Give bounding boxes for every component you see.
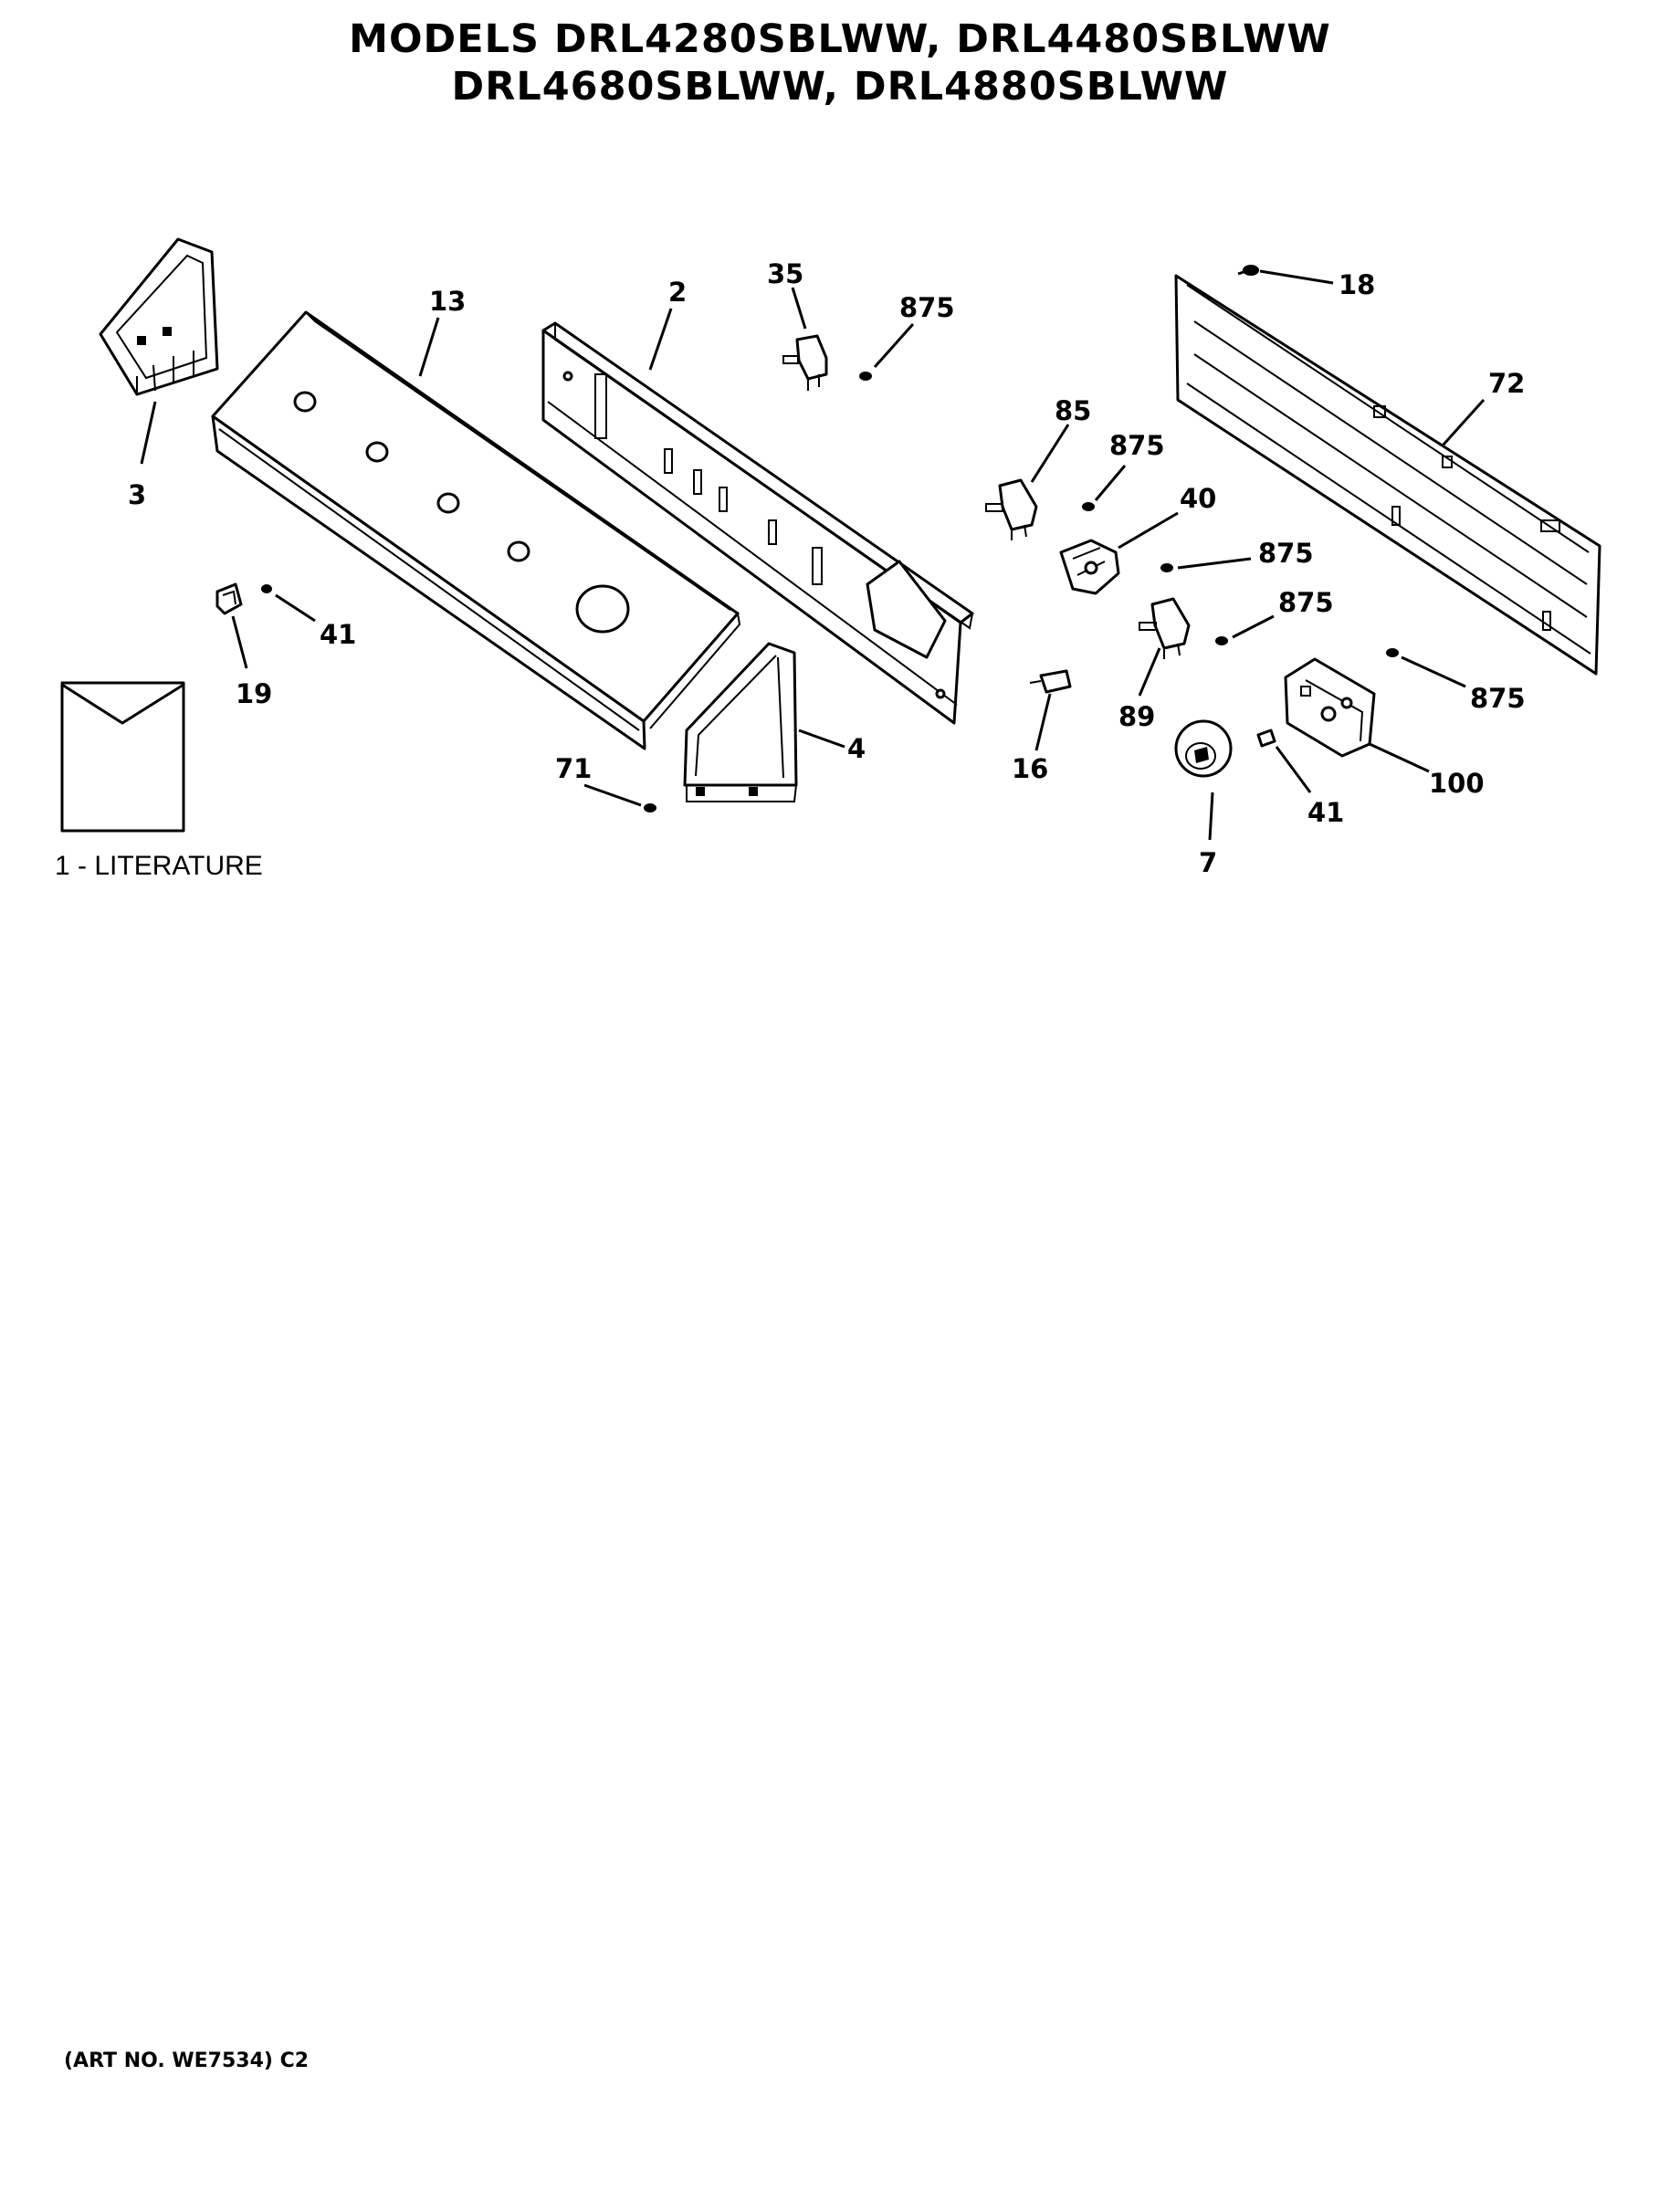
switch-35-part xyxy=(782,334,828,391)
diagram-title-line-1: MODELS DRL4280SBLWW, DRL4480SBLWW xyxy=(349,16,1331,62)
leader-89 xyxy=(1138,647,1161,697)
literature-label: 1 - LITERATURE xyxy=(55,851,263,881)
screw-875-d-part xyxy=(1215,636,1228,645)
switch-40-part xyxy=(1059,539,1120,595)
leader-100 xyxy=(1369,742,1430,773)
diagram-title-line-2: DRL4680SBLWW, DRL4880SBLWW xyxy=(451,64,1229,110)
leader-7 xyxy=(1208,791,1214,841)
leader-875-d xyxy=(1232,614,1275,639)
leader-41-b xyxy=(1275,746,1312,793)
callout-71: 71 xyxy=(555,753,592,784)
callout-16: 16 xyxy=(1012,753,1048,784)
callout-875-b: 875 xyxy=(1109,430,1165,461)
callout-4: 4 xyxy=(847,733,866,764)
callout-40: 40 xyxy=(1180,483,1216,514)
callout-875-c: 875 xyxy=(1258,538,1314,569)
push-button-16-part xyxy=(1029,669,1072,694)
leader-3 xyxy=(140,401,157,465)
leader-35 xyxy=(791,287,807,330)
callout-875-d: 875 xyxy=(1278,587,1334,618)
switch-89-part xyxy=(1139,597,1191,659)
callout-85: 85 xyxy=(1055,395,1091,426)
leader-16 xyxy=(1034,693,1052,751)
callout-19: 19 xyxy=(236,678,272,709)
leader-875-b xyxy=(1094,465,1127,501)
leader-71 xyxy=(583,783,642,807)
leader-40 xyxy=(1118,511,1179,550)
button-19-part xyxy=(215,582,243,615)
end-cap-left-part xyxy=(99,237,219,396)
callout-35: 35 xyxy=(767,258,803,289)
leader-2 xyxy=(648,308,673,371)
callout-875-e: 875 xyxy=(1470,683,1526,714)
leader-85 xyxy=(1030,424,1070,483)
leader-18 xyxy=(1259,269,1334,285)
callout-875-a: 875 xyxy=(899,292,955,323)
literature-envelope-icon xyxy=(60,681,185,833)
spring-41-a-part xyxy=(261,584,272,593)
callout-100: 100 xyxy=(1429,768,1485,799)
leader-4 xyxy=(798,729,845,749)
leader-875-c xyxy=(1177,557,1252,570)
callout-41-a: 41 xyxy=(320,619,356,650)
screw-71-part xyxy=(644,803,656,812)
callout-41-b: 41 xyxy=(1307,797,1344,828)
timer-100-part xyxy=(1284,657,1376,758)
callout-89: 89 xyxy=(1118,701,1155,732)
spring-41-b-part xyxy=(1256,729,1276,748)
control-panel-back-plate-part xyxy=(541,321,974,725)
back-panel-72-part xyxy=(1174,274,1601,676)
screw-875-b-part xyxy=(1082,502,1095,511)
callout-72: 72 xyxy=(1488,368,1525,399)
leader-875-a xyxy=(873,323,915,368)
switch-85-part xyxy=(985,478,1038,540)
knob-7-part xyxy=(1174,719,1233,778)
end-cap-right-part xyxy=(683,642,798,802)
screw-875-e-part xyxy=(1386,648,1399,657)
callout-13: 13 xyxy=(429,286,466,317)
callout-7: 7 xyxy=(1199,847,1217,878)
art-number-footer: (ART NO. WE7534) C2 xyxy=(64,2049,310,2072)
leader-41-a xyxy=(275,593,316,623)
leader-19 xyxy=(231,615,248,669)
callout-18: 18 xyxy=(1339,269,1375,300)
callout-3: 3 xyxy=(128,479,146,510)
screw-18-part xyxy=(1237,265,1259,276)
leader-875-e xyxy=(1401,655,1466,688)
control-panel-front-part xyxy=(211,310,741,750)
screw-875-a-part xyxy=(859,372,872,381)
leader-13 xyxy=(418,317,440,377)
leader-72 xyxy=(1441,398,1486,447)
callout-2: 2 xyxy=(668,277,687,308)
screw-875-c-part xyxy=(1160,563,1173,572)
